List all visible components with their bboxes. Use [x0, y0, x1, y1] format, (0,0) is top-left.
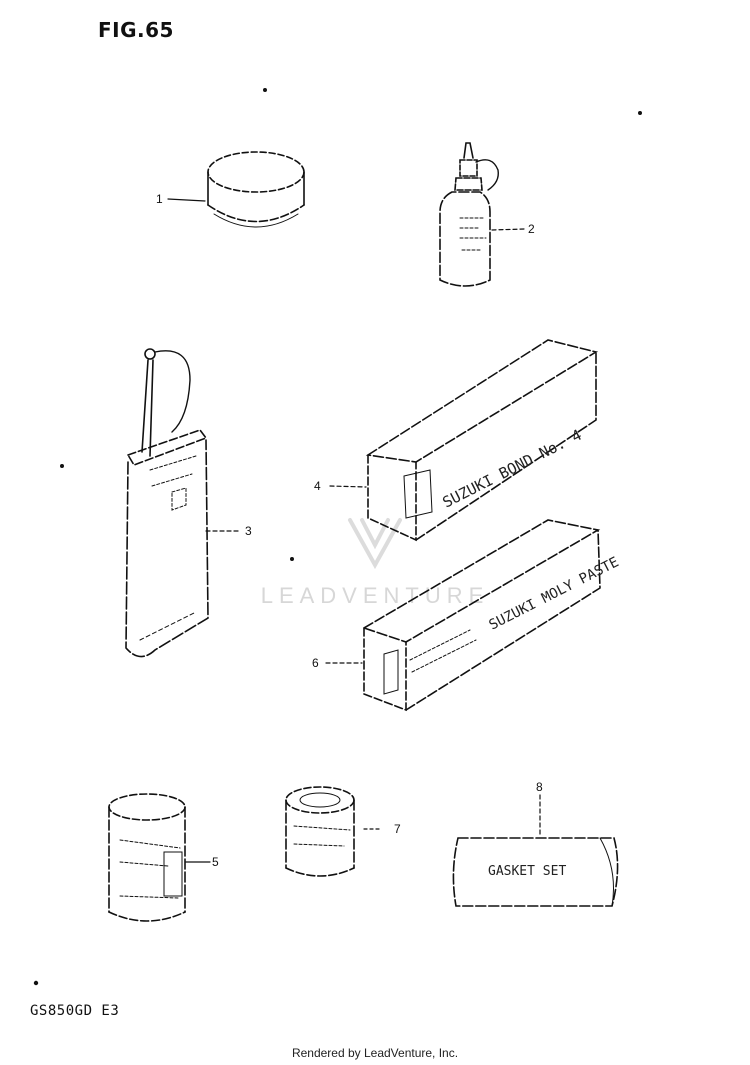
scan-speck	[637, 111, 642, 116]
part-2-oil-bottle	[439, 142, 499, 287]
callout-2: 2	[528, 222, 535, 236]
leader-line-2	[491, 228, 525, 231]
label-moly-paste: SUZUKI MOLY PASTE	[487, 554, 622, 633]
model-code: GS850GD E3	[30, 1003, 120, 1019]
callout-4: 4	[314, 479, 321, 493]
part-1-grease-tin	[207, 151, 305, 228]
scan-speck	[289, 556, 294, 561]
scan-speck	[33, 980, 39, 986]
part-3-sealant-can	[125, 348, 209, 658]
figure-title: FIG.65	[98, 18, 174, 42]
watermark-text: LEADVENTURE	[260, 583, 490, 608]
callout-6: 6	[312, 656, 319, 670]
leader-line-1	[167, 198, 206, 202]
part-7-paste-tin	[285, 786, 355, 877]
footer-credit: Rendered by LeadVenture, Inc.	[291, 1046, 459, 1060]
label-gasket-set: GASKET SET	[488, 864, 566, 879]
label-bond-no4: SUZUKI BOND No. 4	[440, 426, 585, 512]
callout-8: 8	[536, 780, 543, 794]
callout-7: 7	[394, 822, 401, 836]
watermark-logo-icon	[348, 518, 402, 570]
part-8-gasket-set	[452, 837, 619, 907]
part-6-moly-paste-box	[362, 519, 601, 712]
scan-speck	[262, 88, 267, 93]
callout-3: 3	[245, 524, 252, 538]
callout-1: 1	[156, 192, 163, 206]
leader-line-4	[329, 485, 367, 488]
callout-5: 5	[212, 855, 219, 869]
part-5-cylinder-can	[108, 793, 186, 922]
scan-speck	[59, 463, 64, 468]
part-4-bond-box	[365, 339, 599, 542]
